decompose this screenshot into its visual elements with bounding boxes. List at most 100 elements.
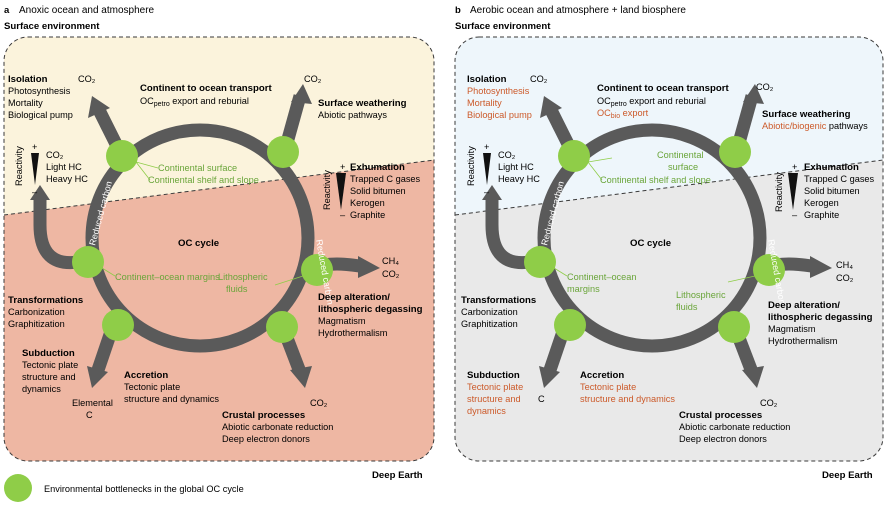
continent-ocean-b-1: margins bbox=[567, 284, 600, 294]
panel-a-boundary-line bbox=[4, 159, 434, 216]
panel-b-accretion: Accretion Tectonic plate structure and d… bbox=[580, 370, 675, 404]
ch4-a: CH₄ bbox=[382, 256, 399, 266]
panel-a-bottlenecks bbox=[72, 136, 333, 343]
deep-alteration-line-a-1: Hydrothermalism bbox=[318, 328, 388, 338]
panel-b-exhumation: Reactivity + – Exhumation Trapped C gase… bbox=[774, 162, 875, 220]
elemental-c-b: C bbox=[538, 394, 545, 404]
panel-a: a Anoxic ocean and atmosphere Surface en… bbox=[3, 5, 435, 481]
panel-a-isolation: Isolation Photosynthesis Mortality Biolo… bbox=[8, 74, 96, 120]
bottleneck-crustal-a bbox=[266, 311, 298, 343]
bottleneck-accretion-b bbox=[554, 309, 586, 341]
transformations-line-a-1: Graphitization bbox=[8, 319, 65, 329]
co2-bottom-a: CO₂ bbox=[310, 398, 328, 408]
bottleneck-continental-surface-b bbox=[558, 140, 590, 172]
panel-a-accretion: Accretion Tectonic plate structure and d… bbox=[124, 370, 219, 404]
panel-b-boundary-line bbox=[455, 159, 883, 216]
ch4-b: CH₄ bbox=[836, 260, 853, 270]
continental-surface-a: Continental surface bbox=[158, 163, 237, 173]
accretion-title-b: Accretion bbox=[580, 370, 624, 381]
reactivity-minus-b: – bbox=[484, 187, 490, 197]
isolation-title-b: Isolation bbox=[467, 74, 507, 85]
panel-a-crustal: Crustal processes Abiotic carbonate redu… bbox=[222, 410, 333, 444]
subduction-line-a-0: Tectonic plate bbox=[22, 360, 78, 370]
panel-a-continent-transport: Continent to ocean transport OCpetro exp… bbox=[140, 83, 272, 108]
exhumation-line-a-1: Solid bitumen bbox=[350, 186, 406, 196]
crustal-line-a-0: Abiotic carbonate reduction bbox=[222, 422, 333, 432]
reactivity-plus-b: + bbox=[484, 142, 489, 152]
continent-transport-line-a: OCpetro export and reburial bbox=[140, 96, 249, 108]
accretion-line-a-0: Tectonic plate bbox=[124, 382, 180, 392]
subduction-title-a: Subduction bbox=[22, 348, 75, 359]
reactivity-item-a-0: CO₂ bbox=[46, 150, 64, 160]
panel-b-transformations: Transformations Carbonization Graphitiza… bbox=[461, 295, 536, 329]
continental-surface-b-0: Continental bbox=[657, 150, 703, 160]
panel-b-title: Aerobic ocean and atmosphere + land bios… bbox=[470, 5, 686, 16]
exhumation-plus-b: + bbox=[792, 162, 797, 172]
continent-transport-title-a: Continent to ocean transport bbox=[140, 83, 272, 94]
oc-cycle-a: OC cycle bbox=[178, 238, 219, 249]
co2-right-a: CO₂ bbox=[382, 269, 400, 279]
bottleneck-crustal-b bbox=[718, 311, 750, 343]
subduction-line-b-1: structure and bbox=[467, 394, 521, 404]
subduction-title-b: Subduction bbox=[467, 370, 520, 381]
legend-label: Environmental bottlenecks in the global … bbox=[44, 484, 244, 494]
panel-b-ring bbox=[537, 123, 767, 353]
lithospheric-fluids-b-0: Lithospheric bbox=[676, 290, 726, 300]
bottleneck-accretion-a bbox=[102, 309, 134, 341]
isolation-title-a: Isolation bbox=[8, 74, 48, 85]
crustal-line-b-0: Abiotic carbonate reduction bbox=[679, 422, 790, 432]
crustal-title-a: Crustal processes bbox=[222, 410, 305, 421]
exhumation-reactivity-a: Reactivity bbox=[322, 170, 332, 210]
exhumation-reactivity-b: Reactivity bbox=[774, 172, 784, 212]
elemental-c-a-1: C bbox=[86, 410, 93, 420]
panel-b-isolation: Isolation Photosynthesis Mortality Biolo… bbox=[467, 74, 548, 120]
exhumation-minus-a: – bbox=[340, 210, 346, 220]
bottleneck-margins-b bbox=[524, 246, 556, 278]
exhumation-line-a-3: Graphite bbox=[350, 210, 385, 220]
crustal-line-b-1: Deep electron donors bbox=[679, 434, 767, 444]
reactivity-item-a-2: Heavy HC bbox=[46, 174, 88, 184]
exhumation-wedge-b bbox=[788, 173, 798, 210]
transformations-line-b-0: Carbonization bbox=[461, 307, 518, 317]
panel-a-transformations: Transformations Carbonization Graphitiza… bbox=[8, 295, 83, 329]
panel-b-surface-label: Surface environment bbox=[455, 21, 551, 32]
panel-b-deep-alteration: Deep alteration/ lithospheric degassing … bbox=[768, 300, 873, 346]
accretion-line-b-0: Tectonic plate bbox=[580, 382, 636, 392]
subduction-line-a-1: structure and bbox=[22, 372, 76, 382]
bottleneck-lithosphere-b bbox=[753, 254, 785, 286]
exhumation-line-a-2: Kerogen bbox=[350, 198, 385, 208]
panel-a-subduction: Subduction Tectonic plate structure and … bbox=[22, 348, 78, 394]
isolation-line-b-1: Mortality bbox=[467, 98, 502, 108]
deep-alteration-title-a-0: Deep alteration/ bbox=[318, 292, 390, 303]
isolation-line-b-2: Biological pump bbox=[467, 110, 532, 120]
exhumation-line-b-0: Trapped C gases bbox=[804, 174, 875, 184]
panel-b: b Aerobic ocean and atmosphere + land bi… bbox=[454, 5, 884, 481]
panel-b-reactivity-left: Reactivity + – CO₂ Light HC Heavy HC bbox=[466, 142, 540, 197]
co2-right-b: CO₂ bbox=[836, 273, 854, 283]
lithospheric-fluids-a-0: Lithospheric bbox=[218, 272, 268, 282]
surface-weathering-line-a: Abiotic pathways bbox=[318, 110, 387, 120]
panel-b-continent-transport: Continent to ocean transport OCpetro exp… bbox=[597, 83, 729, 120]
exhumation-line-a-0: Trapped C gases bbox=[350, 174, 421, 184]
panel-b-subduction: Subduction Tectonic plate structure and … bbox=[467, 370, 523, 416]
surface-weathering-title-a: Surface weathering bbox=[318, 98, 407, 109]
panel-a-title: Anoxic ocean and atmosphere bbox=[19, 5, 155, 16]
continent-transport-title-b: Continent to ocean transport bbox=[597, 83, 729, 94]
deep-alteration-title-a-1: lithospheric degassing bbox=[318, 304, 423, 315]
bottleneck-lithosphere-a bbox=[301, 254, 333, 286]
bottleneck-weathering-a bbox=[267, 136, 299, 168]
deep-earth-b: Deep Earth bbox=[822, 470, 873, 481]
crustal-title-b: Crustal processes bbox=[679, 410, 762, 421]
reactivity-minus-a: – bbox=[32, 187, 38, 197]
deep-alteration-title-b-0: Deep alteration/ bbox=[768, 300, 840, 311]
panel-b-letter: b bbox=[455, 5, 461, 16]
continental-shelf-b: Continental shelf and slope bbox=[600, 175, 711, 185]
panel-a-letter: a bbox=[4, 5, 10, 16]
crustal-line-a-1: Deep electron donors bbox=[222, 434, 310, 444]
exhumation-line-b-3: Graphite bbox=[804, 210, 839, 220]
reactivity-item-a-1: Light HC bbox=[46, 162, 82, 172]
exhumation-minus-b: – bbox=[792, 210, 798, 220]
exhumation-title-b: Exhumation bbox=[804, 162, 859, 173]
reactivity-plus-a: + bbox=[32, 142, 37, 152]
co2-top-b: CO₂ bbox=[756, 82, 774, 92]
